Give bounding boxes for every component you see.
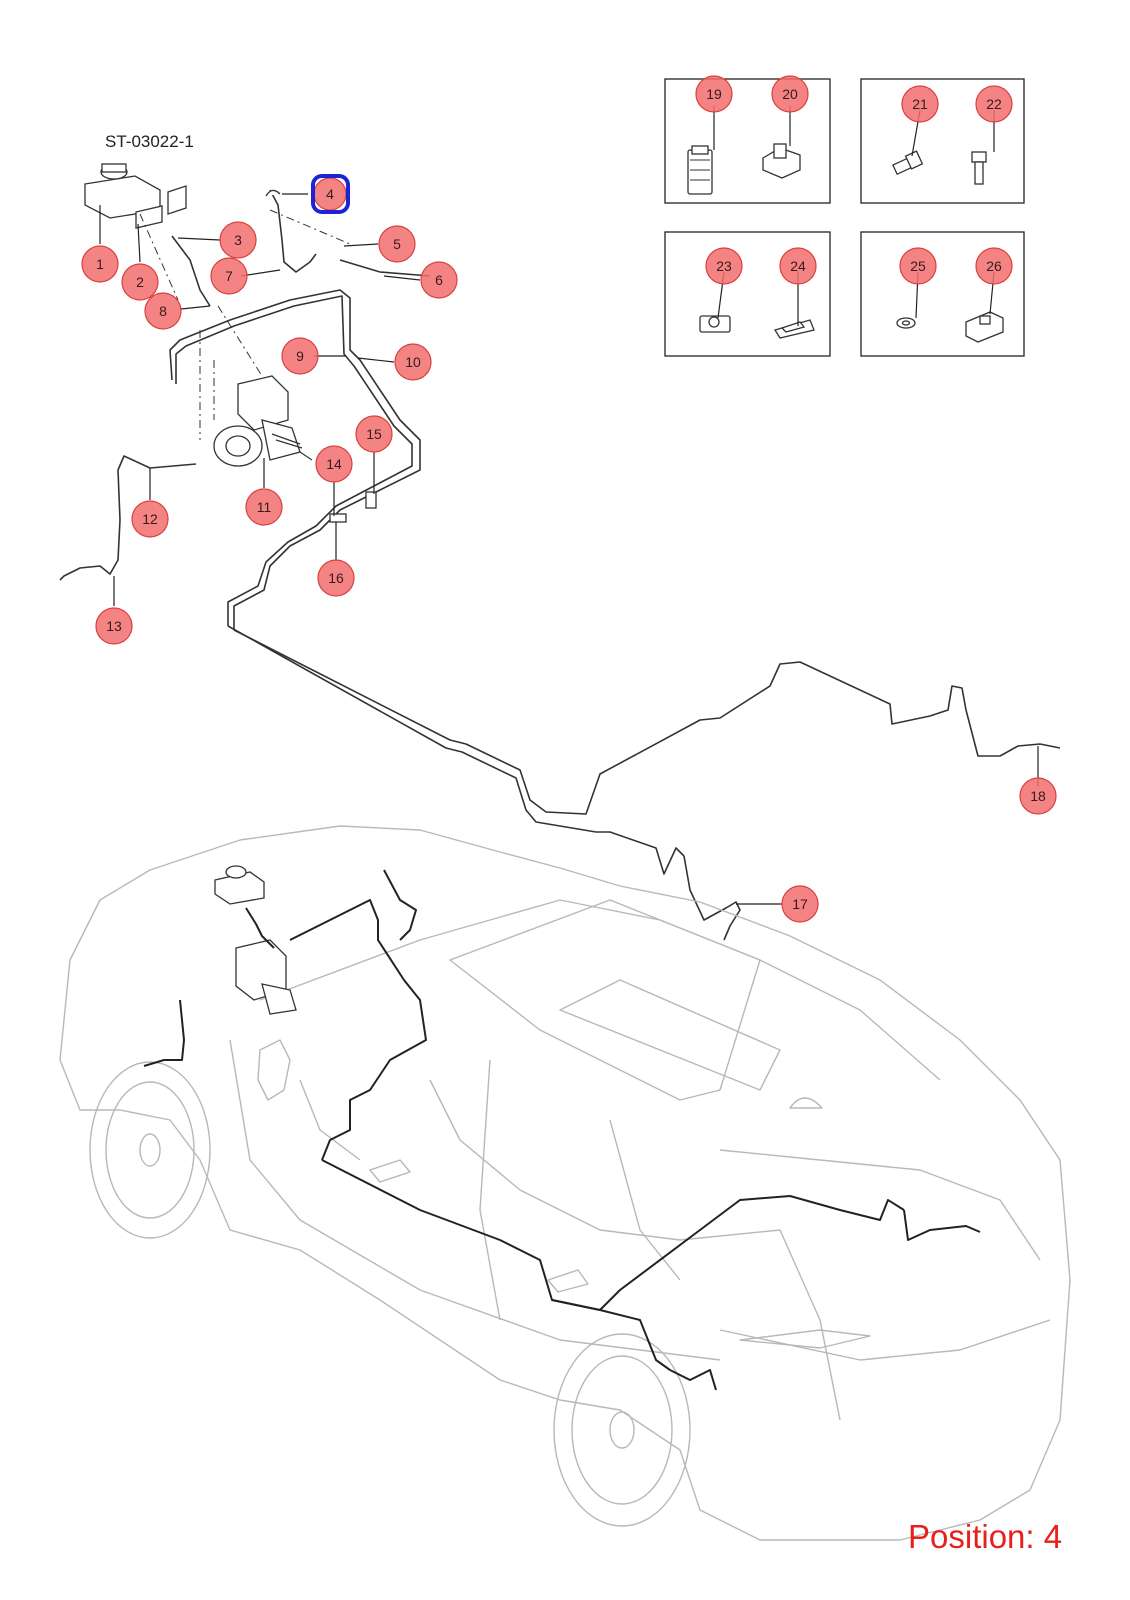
svg-text:20: 20: [782, 86, 798, 102]
front-left-brake-hose: [59, 455, 197, 581]
svg-text:24: 24: [790, 258, 806, 274]
brake-line-main-10: [175, 295, 413, 626]
callout-4-highlighted[interactable]: 4: [313, 177, 347, 211]
callout-15[interactable]: 15: [355, 415, 393, 453]
callout-5[interactable]: 5: [378, 225, 416, 263]
svg-text:3: 3: [234, 232, 242, 248]
callout-24[interactable]: 24: [779, 247, 817, 285]
svg-text:22: 22: [986, 96, 1002, 112]
svg-text:7: 7: [225, 268, 233, 284]
brake-line-main-9: [169, 289, 421, 630]
washer-part-25: [896, 317, 916, 329]
svg-text:26: 26: [986, 258, 1002, 274]
svg-text:11: 11: [257, 499, 272, 515]
brake-fluid-reservoir: [84, 163, 187, 219]
svg-text:4: 4: [326, 186, 334, 202]
pipe-clip-15: [365, 491, 377, 509]
svg-text:14: 14: [326, 456, 342, 472]
callout-25[interactable]: 25: [899, 247, 937, 285]
clip-part-23: [699, 315, 731, 333]
hose-fitting-4: [265, 189, 281, 197]
parts-inset-box-21-22: [860, 78, 1025, 204]
svg-text:5: 5: [393, 236, 401, 252]
highlight-ring-callout-4: [311, 174, 350, 214]
svg-text:2: 2: [136, 274, 144, 290]
svg-text:16: 16: [328, 570, 344, 586]
callout-14[interactable]: 14: [315, 445, 353, 483]
callout-2[interactable]: 2: [121, 263, 159, 301]
callout-8[interactable]: 8: [144, 292, 182, 330]
callout-12[interactable]: 12: [131, 500, 169, 538]
bolt-part-22: [971, 151, 987, 185]
svg-text:17: 17: [792, 896, 808, 912]
svg-text:25: 25: [910, 258, 926, 274]
svg-text:9: 9: [296, 348, 304, 364]
svg-text:10: 10: [405, 354, 421, 370]
assembly-line-8-abs: [217, 305, 263, 377]
svg-text:6: 6: [435, 272, 443, 288]
connector-part-19: [687, 145, 713, 195]
callout-11[interactable]: 11: [245, 488, 283, 526]
callout-18[interactable]: 18: [1019, 777, 1057, 815]
brake-hose-7: [269, 189, 317, 273]
svg-text:15: 15: [366, 426, 382, 442]
callout-19[interactable]: 19: [695, 75, 733, 113]
svg-text:8: 8: [159, 303, 167, 319]
clip-part-20: [762, 143, 801, 179]
assembly-line-reservoir: [139, 213, 179, 301]
callout-6[interactable]: 6: [420, 261, 458, 299]
vehicle-brake-lines: [143, 865, 981, 1391]
callout-13[interactable]: 13: [95, 607, 133, 645]
callout-16[interactable]: 16: [317, 559, 355, 597]
callout-23[interactable]: 23: [705, 247, 743, 285]
svg-text:1: 1: [96, 256, 104, 272]
callout-1[interactable]: 1: [81, 245, 119, 283]
rear-left-brake-hose: [683, 855, 741, 941]
callout-26[interactable]: 26: [975, 247, 1013, 285]
svg-text:12: 12: [142, 511, 158, 527]
position-label: Position: 4: [908, 1518, 1062, 1555]
callout-10[interactable]: 10: [394, 343, 432, 381]
callout-21[interactable]: 21: [901, 85, 939, 123]
callout-7[interactable]: 7: [210, 257, 248, 295]
bolt-part-21: [892, 150, 924, 176]
rear-right-brake-hose: [965, 709, 1061, 757]
brake-line-rear-right: [233, 629, 967, 815]
svg-text:23: 23: [716, 258, 732, 274]
vehicle-outline: [59, 825, 1071, 1541]
callout-17[interactable]: 17: [781, 885, 819, 923]
callout-9[interactable]: 9: [281, 337, 319, 375]
svg-text:21: 21: [912, 96, 928, 112]
svg-text:18: 18: [1030, 788, 1046, 804]
svg-text:19: 19: [706, 86, 722, 102]
abs-modulator-unit: [213, 375, 313, 467]
callout-22[interactable]: 22: [975, 85, 1013, 123]
callout-3[interactable]: 3: [219, 221, 257, 259]
assembly-line-4-5: [269, 209, 351, 245]
brake-line-rear-left: [227, 625, 685, 875]
reservoir-bracket: [135, 205, 163, 229]
callout-20[interactable]: 20: [771, 75, 809, 113]
pipe-clip-14: [329, 513, 347, 523]
reservoir-hose-3: [171, 235, 211, 307]
svg-text:13: 13: [106, 618, 122, 634]
diagram-code-label: ST-03022-1: [105, 132, 194, 151]
brake-line-6: [339, 259, 431, 277]
